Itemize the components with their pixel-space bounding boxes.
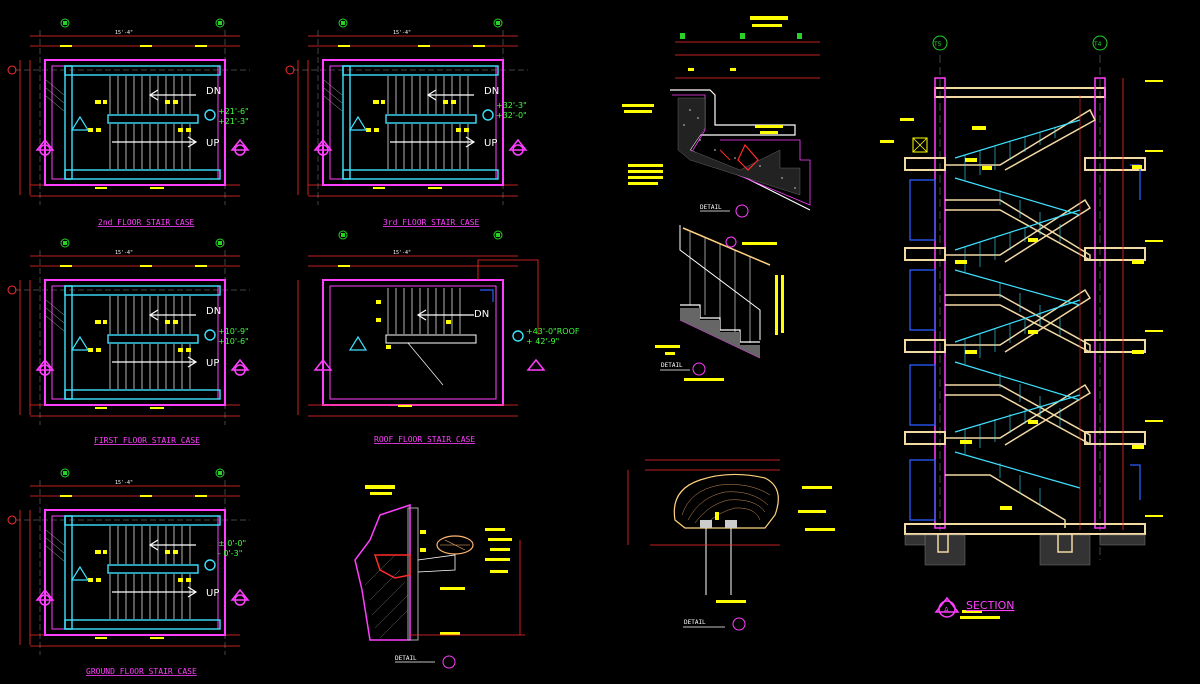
grid-bubble-right: T4 xyxy=(1093,41,1102,48)
detail-handrail-profile: DETAIL xyxy=(627,459,835,631)
level-bottom: - 0'-3" xyxy=(218,549,242,558)
detail-label: DETAIL xyxy=(700,204,722,211)
level-top: ± 0'-0" xyxy=(218,539,246,548)
plan-title: GROUND FLOOR STAIR CASE xyxy=(86,667,197,676)
section-title: SECTION xyxy=(966,599,1014,612)
section-marker: A xyxy=(944,606,949,614)
level-top: +32'-3" xyxy=(496,101,527,110)
detail-railing: DETAIL xyxy=(655,225,784,381)
level-top: +43'-0"ROOF xyxy=(526,327,580,336)
level-bottom: + 42'-9" xyxy=(526,337,559,346)
section-drawing: T5 T4 xyxy=(880,35,1163,619)
overall-dim: 15'-4" xyxy=(393,250,411,256)
up-label: UP xyxy=(206,358,219,369)
dn-label: DN xyxy=(206,306,221,317)
level-top: +21'-6" xyxy=(218,107,249,116)
plan-first-floor: DN UP +10'-9" +10'-6" 15'-4" FIRST FLOOR… xyxy=(7,238,251,445)
plan-2nd-floor: DN UP +21'-6" +21'-3" 15'-4" 2nd FLOOR S… xyxy=(7,18,251,227)
overall-dim: 15'-4" xyxy=(393,30,411,36)
overall-dim: 15'-4" xyxy=(115,480,133,486)
level-bottom: +32'-0" xyxy=(496,111,527,120)
up-label: UP xyxy=(206,138,219,149)
level-top: +10'-9" xyxy=(218,327,249,336)
detail-handrail-bracket: DETAIL xyxy=(354,485,525,669)
level-bottom: +21'-3" xyxy=(218,117,249,126)
overall-dim: 15'-4" xyxy=(115,30,133,36)
detail-label: DETAIL xyxy=(661,362,683,369)
plan-roof-floor: DN +43'-0"ROOF + 42'-9" 15'-4" ROOF FLOO… xyxy=(297,230,580,444)
dn-label: DN xyxy=(474,309,489,320)
plan-title: ROOF FLOOR STAIR CASE xyxy=(374,435,475,444)
plan-3rd-floor: DN UP +32'-3" +32'-0" 15'-4" 3rd FLOOR S… xyxy=(285,18,529,227)
dn-label: DN xyxy=(206,86,221,97)
detail-step-section: DETAIL xyxy=(622,16,820,218)
plan-title: 3rd FLOOR STAIR CASE xyxy=(383,218,480,227)
level-bottom: +10'-6" xyxy=(218,337,249,346)
up-label: UP xyxy=(206,588,219,599)
detail-label: DETAIL xyxy=(395,655,417,662)
plan-title: FIRST FLOOR STAIR CASE xyxy=(94,436,200,445)
detail-label: DETAIL xyxy=(684,619,706,626)
dn-label: DN xyxy=(484,86,499,97)
overall-dim: 15'-4" xyxy=(115,250,133,256)
plan-ground-floor: UP ± 0'-0" - 0'-3" 15'-4" GROUND FLOOR S… xyxy=(7,468,251,676)
grid-bubble-left: T5 xyxy=(933,41,942,48)
plan-title: 2nd FLOOR STAIR CASE xyxy=(98,218,195,227)
up-label: UP xyxy=(484,138,497,149)
